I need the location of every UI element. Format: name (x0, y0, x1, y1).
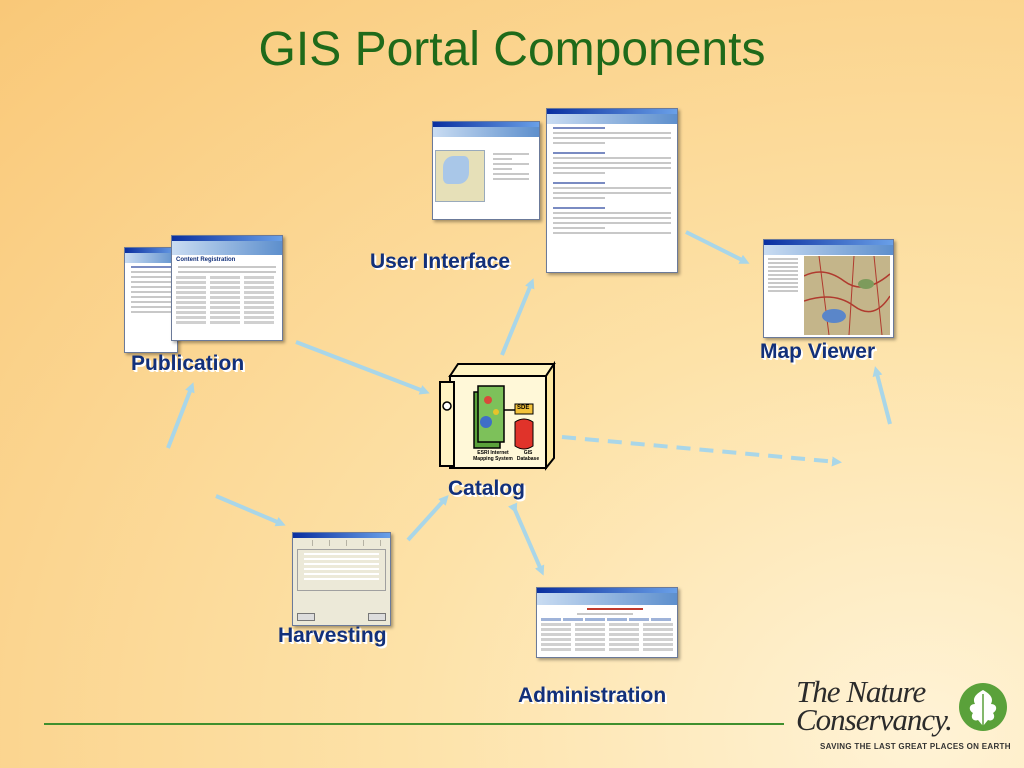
arrow-publication-to-catalog (295, 340, 430, 395)
label-harvesting: Harvesting (278, 624, 387, 647)
administration-screenshot (536, 587, 678, 658)
arrow-catalog-administration (508, 502, 545, 576)
logo-tagline: SAVING THE LAST GREAT PLACES ON EARTH (820, 742, 1011, 751)
publication-screenshot-front: Content Registration (171, 235, 283, 341)
publication-screenshot-back (124, 247, 178, 353)
arrow-harvesting-to-catalog (406, 495, 449, 542)
arrow-to-map-viewer (872, 366, 892, 425)
catalog-sde-label: SDE (517, 405, 530, 411)
label-publication: Publication (131, 352, 245, 375)
catalog-server-illustration (439, 360, 556, 471)
catalog-db-label: GIS Database (516, 450, 540, 462)
label-catalog: Catalog (448, 477, 526, 500)
registration-title: Content Registration (176, 257, 236, 263)
map-view (804, 256, 890, 335)
nature-conservancy-logo-text: The Nature Conservancy. (796, 674, 953, 737)
arrow-catalog-dashed (561, 435, 842, 467)
arrow-user-interface-to-map-viewer (685, 230, 750, 264)
user-interface-screenshot-back (432, 121, 540, 220)
arrow-catalog-to-user-interface (500, 278, 535, 356)
harvesting-dialog-screenshot (292, 532, 391, 626)
label-administration: Administration (518, 684, 667, 707)
slide-title: GIS Portal Components (258, 23, 766, 76)
map-viewer-screenshot (763, 239, 894, 338)
catalog-system-label: ESRI Internet Mapping System (473, 450, 513, 462)
oak-leaf-icon (959, 683, 1007, 731)
label-user-interface: User Interface (370, 250, 511, 273)
user-interface-screenshot-front (546, 108, 678, 273)
label-map-viewer: Map Viewer (760, 340, 876, 363)
arrow-left-to-harvesting (215, 494, 286, 527)
footer-divider (44, 723, 784, 725)
arrow-harvesting-to-publication (166, 382, 195, 449)
